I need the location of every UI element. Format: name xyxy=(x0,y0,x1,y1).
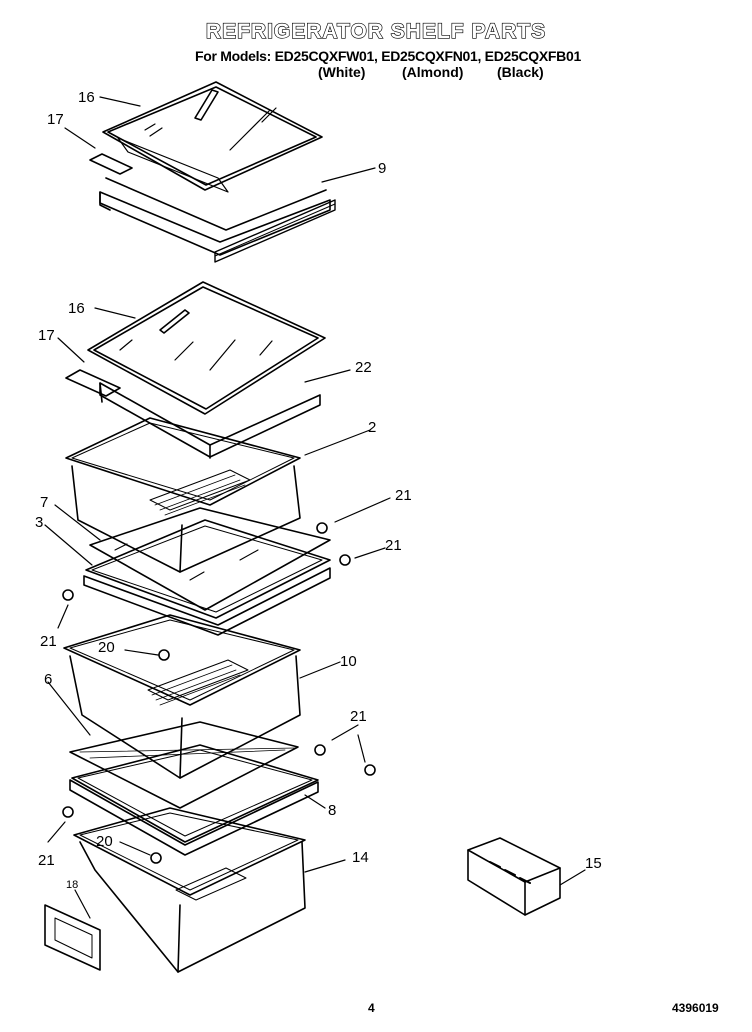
meat-drawer-14 xyxy=(73,807,306,973)
screw-21-f xyxy=(62,806,74,818)
finish-white: (White) xyxy=(318,64,366,80)
callout-10: 10 xyxy=(340,653,357,670)
crisper-drawer-10 xyxy=(63,614,301,779)
callout-3: 3 xyxy=(35,514,43,531)
crisper-drawer-2 xyxy=(65,417,301,573)
finish-black: (Black) xyxy=(497,64,544,80)
glass-panel-7-frame-3 xyxy=(83,507,331,636)
glass-shelf-second xyxy=(65,281,326,459)
finish-almond: (Almond) xyxy=(402,64,464,80)
callout-21-b: 21 xyxy=(385,537,402,554)
screw-21-d xyxy=(314,744,326,756)
callout-17-second: 17 xyxy=(38,327,55,344)
document-number: 4396019 xyxy=(672,1001,719,1015)
callout-2: 2 xyxy=(368,419,376,436)
screw-21-a xyxy=(316,522,328,534)
door-bin-15 xyxy=(467,837,561,916)
callout-20-b: 20 xyxy=(96,833,113,850)
callout-9: 9 xyxy=(378,160,386,177)
models-line: For Models: ED25CQXFW01, ED25CQXFN01, ED… xyxy=(195,48,581,64)
leader-lines xyxy=(44,96,586,919)
callout-21-c: 21 xyxy=(40,633,57,650)
callout-22: 22 xyxy=(355,359,372,376)
screw-20-a xyxy=(158,649,170,661)
page-number: 4 xyxy=(368,1001,375,1015)
shelf-trim-part17-second xyxy=(65,369,121,397)
callout-labels: 16 17 9 16 17 22 2 21 7 3 21 21 20 10 6 … xyxy=(35,89,602,891)
callout-21-e: 21 xyxy=(38,852,55,869)
glass-shelf-top xyxy=(89,81,336,263)
screws xyxy=(62,522,376,864)
shelf-trim-part16-top xyxy=(194,89,219,121)
callout-7: 7 xyxy=(40,494,48,511)
callout-15: 15 xyxy=(585,855,602,872)
shelf-trim-part17-top xyxy=(89,153,133,175)
screw-20-b xyxy=(150,852,162,864)
callout-14: 14 xyxy=(352,849,369,866)
callout-8: 8 xyxy=(328,802,336,819)
callout-16-top: 16 xyxy=(78,89,95,106)
callout-17-top: 17 xyxy=(47,111,64,128)
callout-6: 6 xyxy=(44,671,52,688)
screw-21-e xyxy=(364,764,376,776)
callout-21-a: 21 xyxy=(395,487,412,504)
callout-18: 18 xyxy=(66,879,78,891)
shelf-trim-part16-second xyxy=(159,309,190,334)
page-title: REFRIGERATOR SHELF PARTS xyxy=(205,19,547,43)
screw-21-c xyxy=(62,589,74,601)
label-card-18 xyxy=(44,904,101,971)
crisper-cover-6-frame-8 xyxy=(69,721,319,856)
callout-21-d: 21 xyxy=(350,708,367,725)
callout-16-second: 16 xyxy=(68,300,85,317)
screw-21-b xyxy=(339,554,351,566)
callout-20-a: 20 xyxy=(98,639,115,656)
